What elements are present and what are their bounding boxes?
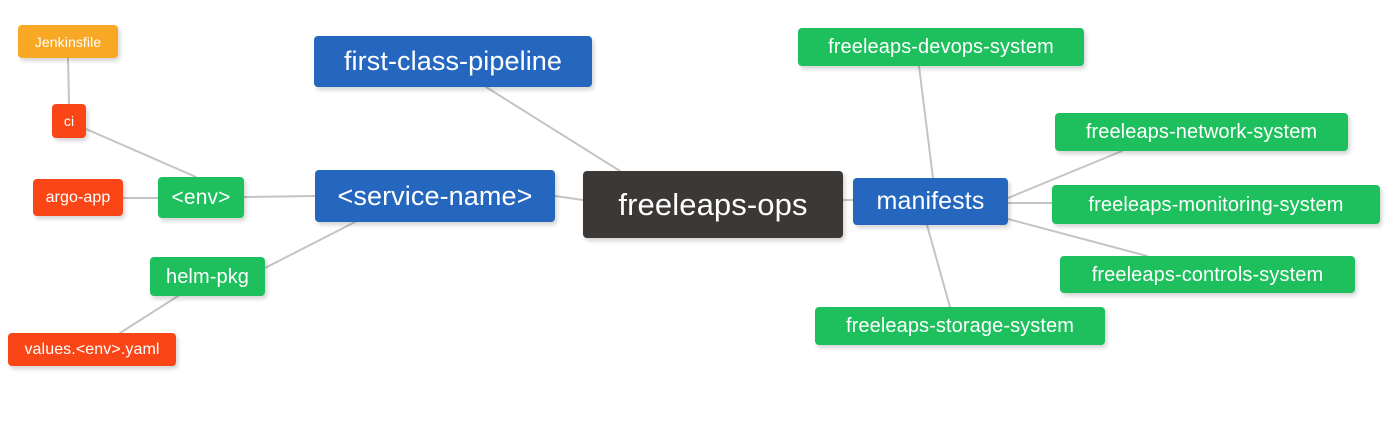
node-helmpkg[interactable]: helm-pkg: [150, 257, 265, 296]
edge-manifests-to-devops: [918, 65, 934, 179]
node-label: argo-app: [45, 188, 111, 206]
node-pipeline[interactable]: first-class-pipeline: [314, 36, 592, 87]
node-label: values.<env>.yaml: [24, 340, 160, 358]
edge-pipeline-to-root: [485, 86, 621, 172]
node-jenkinsfile[interactable]: Jenkinsfile: [18, 25, 118, 58]
edge-service-to-root: [554, 195, 584, 201]
node-service[interactable]: <service-name>: [315, 170, 555, 222]
node-storage[interactable]: freeleaps-storage-system: [815, 307, 1105, 345]
edge-ci-to-env: [85, 128, 197, 178]
node-label: ci: [63, 113, 75, 129]
node-label: first-class-pipeline: [343, 46, 563, 76]
node-label: Jenkinsfile: [34, 33, 102, 50]
node-label: freeleaps-devops-system: [828, 36, 1054, 58]
node-label: freeleaps-ops: [618, 187, 808, 222]
node-label: freeleaps-controls-system: [1091, 263, 1324, 286]
node-monitoring[interactable]: freeleaps-monitoring-system: [1052, 185, 1380, 224]
edge-env-to-service: [243, 195, 316, 198]
node-label: <service-name>: [337, 180, 533, 211]
node-manifests[interactable]: manifests: [853, 178, 1008, 225]
node-label: <env>: [171, 186, 231, 209]
edge-helmpkg-to-values: [119, 295, 179, 334]
node-env[interactable]: <env>: [158, 177, 244, 218]
node-values[interactable]: values.<env>.yaml: [8, 333, 176, 366]
node-label: manifests: [876, 187, 985, 215]
node-label: freeleaps-storage-system: [845, 315, 1075, 337]
node-argoapp[interactable]: argo-app: [33, 179, 123, 216]
node-root[interactable]: freeleaps-ops: [583, 171, 843, 238]
node-devops[interactable]: freeleaps-devops-system: [798, 28, 1084, 66]
edge-service-to-helmpkg: [264, 221, 356, 269]
node-network[interactable]: freeleaps-network-system: [1055, 113, 1348, 151]
node-controls[interactable]: freeleaps-controls-system: [1060, 256, 1355, 293]
node-ci[interactable]: ci: [52, 104, 86, 138]
node-label: freeleaps-network-system: [1085, 121, 1318, 143]
edge-manifests-to-storage: [926, 224, 951, 308]
edge-manifests-to-controls: [1007, 218, 1148, 257]
node-label: freeleaps-monitoring-system: [1088, 193, 1344, 216]
node-label: helm-pkg: [165, 265, 250, 288]
edge-jenkinsfile-to-ci: [67, 57, 70, 105]
